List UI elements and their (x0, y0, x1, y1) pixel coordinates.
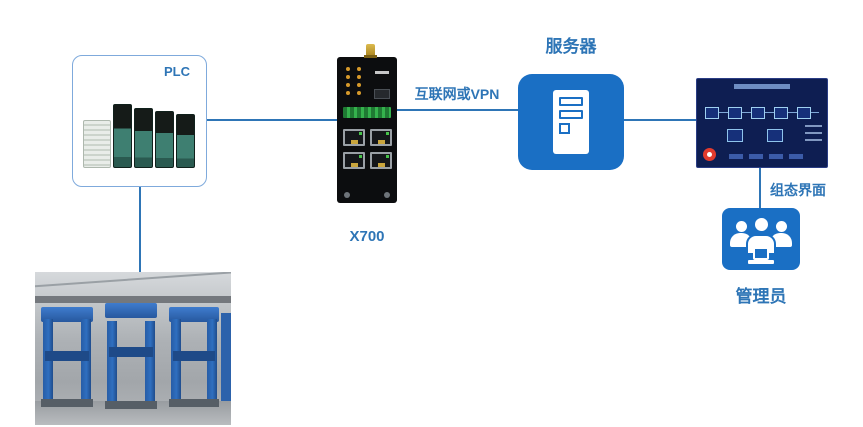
screw (344, 192, 350, 198)
hydraulic-press (105, 303, 157, 409)
plc-io-module (134, 108, 153, 168)
scada-screen-image (696, 78, 828, 168)
plc-label: PLC (164, 64, 190, 79)
admin-users-icon (722, 208, 800, 270)
led-indicators (346, 67, 361, 95)
screen-button (769, 154, 783, 159)
status-text-line (805, 139, 822, 141)
scada-label: 组态界面 (770, 182, 826, 198)
screw (384, 192, 390, 198)
ethernet-port (343, 152, 365, 169)
antenna-connector (364, 44, 377, 58)
device-brand-mark (375, 71, 389, 74)
ethernet-port (370, 129, 392, 146)
terminal-block (343, 107, 391, 118)
hydraulic-press (41, 307, 93, 407)
connector-router-server (397, 109, 518, 111)
process-node (727, 129, 743, 142)
connector-server-scada (624, 119, 696, 121)
process-node (705, 107, 719, 119)
logo-badge (703, 148, 716, 161)
sim-slot (374, 89, 390, 99)
factory-roof-line (35, 272, 231, 289)
process-node (751, 107, 765, 119)
plc-power-module (83, 120, 111, 168)
router-label: X700 (349, 228, 385, 245)
server-drive-slot (559, 110, 583, 119)
hydraulic-press (169, 307, 219, 407)
server-power-button (559, 123, 570, 134)
connector-plc-router (205, 119, 337, 121)
process-node (728, 107, 742, 119)
server-drive-slot (559, 97, 583, 106)
internet-vpn-label: 互联网或VPN (414, 86, 500, 102)
admin-label: 管理员 (735, 287, 787, 306)
server-tower (553, 90, 589, 154)
scada-title-bar (734, 84, 790, 89)
plc-io-module (155, 111, 174, 168)
plc-io-module (176, 114, 195, 168)
machine-photo (35, 272, 231, 425)
connector-scada-admin (759, 166, 761, 209)
plc-cpu-module (113, 104, 132, 168)
laptop-icon (748, 247, 774, 264)
screen-button (789, 154, 803, 159)
connector-plc-machine (139, 185, 141, 277)
plc-modules-image (83, 100, 197, 168)
process-node (767, 129, 783, 142)
screen-button (749, 154, 763, 159)
process-node (797, 107, 811, 119)
server-icon (518, 74, 624, 170)
press-column (221, 313, 231, 401)
status-text-line (805, 132, 822, 134)
router-device (337, 44, 397, 203)
process-node (774, 107, 788, 119)
crane-beam (35, 296, 231, 303)
status-text-line (805, 125, 822, 127)
ethernet-port (343, 129, 365, 146)
ethernet-port (370, 152, 392, 169)
plc-node: PLC (72, 55, 207, 187)
server-label: 服务器 (545, 37, 597, 56)
ethernet-ports (343, 129, 392, 169)
screen-button (729, 154, 743, 159)
